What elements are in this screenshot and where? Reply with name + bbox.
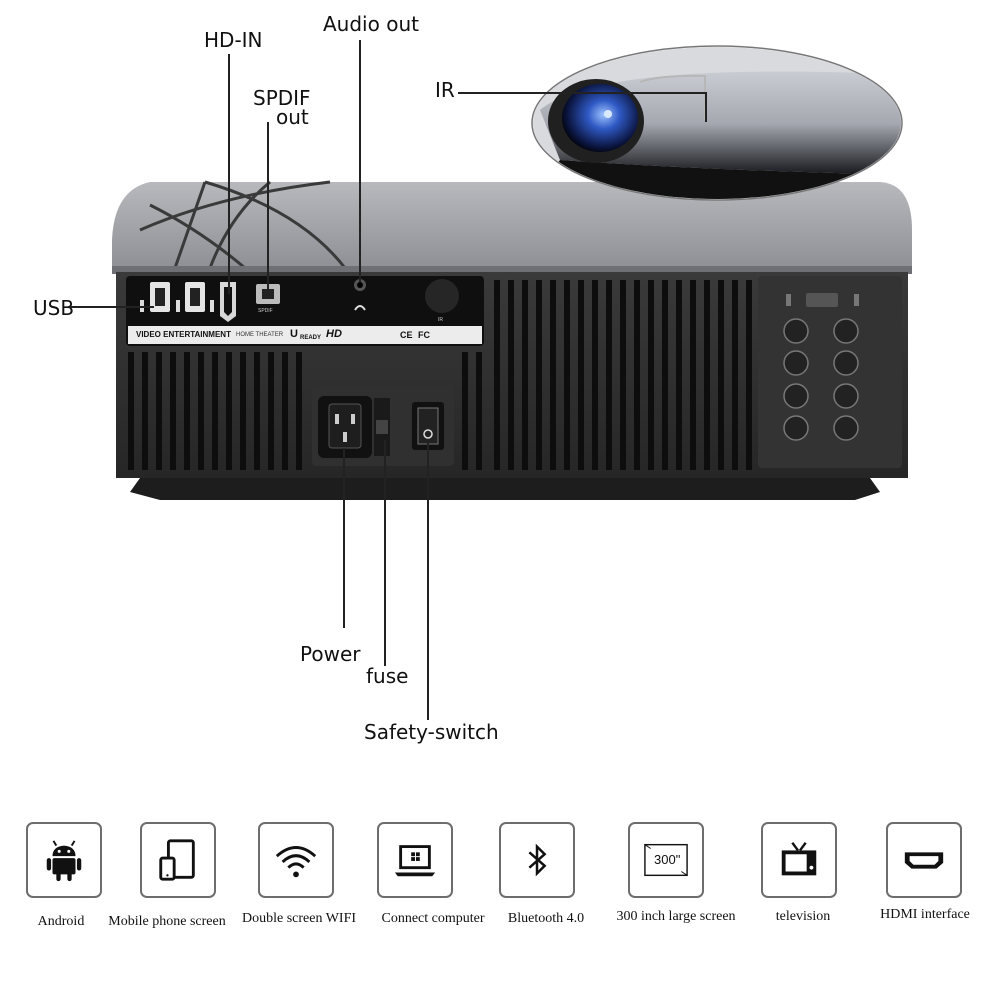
vent-center	[494, 280, 752, 470]
feature-caption-mobile-phone: Mobile phone screen	[108, 914, 226, 929]
tv-icon	[781, 842, 817, 876]
feature-caption-wifi: Double screen WIFI	[241, 911, 357, 926]
feature-android	[26, 822, 102, 898]
usb-line	[70, 306, 154, 308]
ir-receiver	[425, 279, 459, 313]
laptop-icon	[394, 845, 436, 877]
callout-spdif-line2: out	[276, 105, 309, 129]
panel-hd-logo: HD	[326, 328, 342, 340]
callout-hd-in: HD-IN	[204, 28, 263, 52]
panel-u-logo-sub: READY	[300, 335, 322, 341]
feature-caption-connect-computer: Connect computer	[381, 911, 485, 926]
hdmi-icon	[904, 852, 944, 869]
callout-usb: USB	[33, 296, 75, 320]
ir-line-v	[705, 92, 707, 122]
feature-caption-television: television	[775, 909, 831, 924]
panel-u-logo: U	[290, 328, 298, 340]
screen-icon	[644, 843, 688, 877]
feature-caption-android: Android	[37, 914, 85, 929]
callout-ir: IR	[435, 78, 455, 102]
panel-brand-sub: HOME THEATER	[236, 332, 284, 338]
fuse-line	[384, 440, 386, 666]
callout-spdif-line1: SPDIF	[253, 86, 311, 110]
ir-port-label: IR	[438, 317, 443, 323]
wifi-icon	[275, 846, 317, 878]
android-icon	[46, 840, 82, 882]
lens-glass	[562, 84, 638, 152]
callout-fuse: fuse	[366, 664, 409, 688]
control-button-top	[806, 293, 838, 307]
safety-switch-line	[427, 440, 429, 720]
callout-power: Power	[300, 642, 361, 666]
phone-tablet-icon	[159, 839, 195, 881]
feature-bluetooth	[499, 822, 575, 898]
audio-out-line	[359, 40, 361, 282]
feature-caption-hdmi: HDMI interface	[880, 907, 970, 922]
feature-mobile-phone	[140, 822, 216, 898]
bluetooth-icon	[528, 843, 547, 877]
spdif-port-label: SPDIF	[258, 308, 273, 314]
hd-in-line	[228, 54, 230, 294]
panel-ce-mark: CE	[400, 330, 413, 340]
vent-left	[128, 352, 482, 470]
panel-fc-mark: FC	[418, 330, 430, 340]
spdif-line	[267, 122, 269, 290]
callout-audio-out: Audio out	[323, 12, 419, 36]
feature-wifi	[258, 822, 334, 898]
screen-icon-text: 300"	[654, 852, 681, 867]
ir-line-h	[458, 92, 706, 94]
feature-television	[761, 822, 837, 898]
callout-safety-switch: Safety-switch	[364, 720, 499, 744]
feature-connect-computer	[377, 822, 453, 898]
power-line	[343, 448, 345, 628]
feature-large-screen	[628, 822, 704, 898]
panel-brand-text: VIDEO ENTERTAINMENT	[136, 330, 231, 339]
feature-caption-large-screen: 300 inch large screen	[616, 909, 736, 924]
feature-hdmi	[886, 822, 962, 898]
feature-caption-bluetooth: Bluetooth 4.0	[507, 911, 585, 926]
projector-top-shell	[112, 182, 912, 268]
